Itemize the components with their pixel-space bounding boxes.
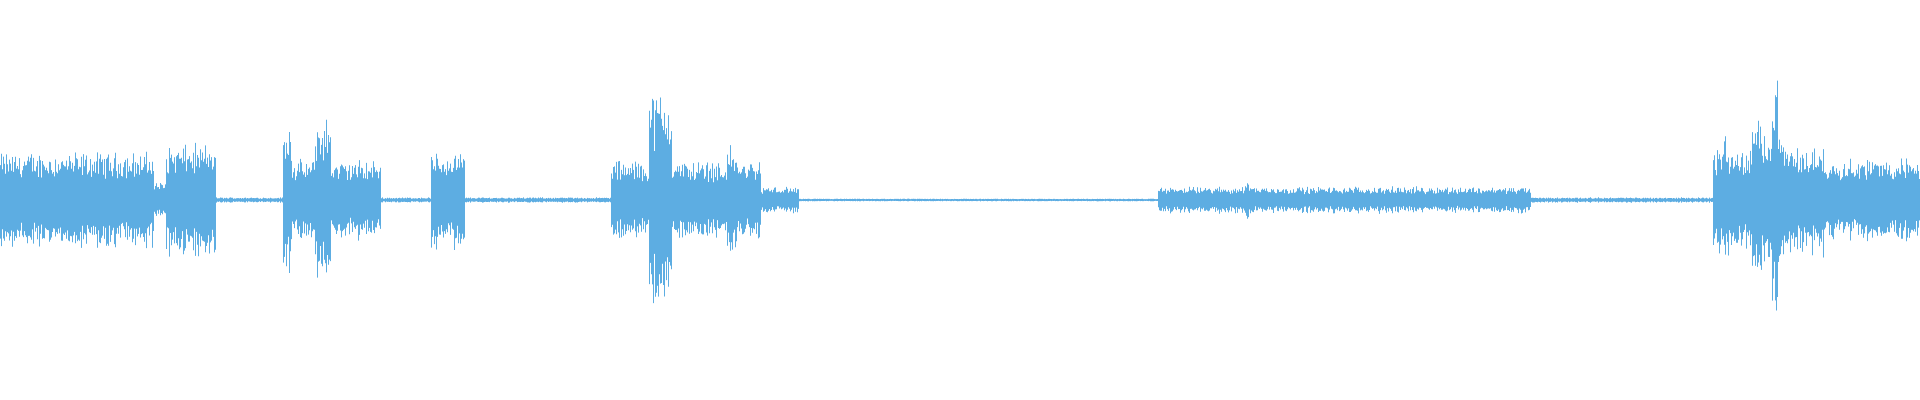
waveform-bars [0,80,1920,311]
waveform-trace [0,80,1920,311]
